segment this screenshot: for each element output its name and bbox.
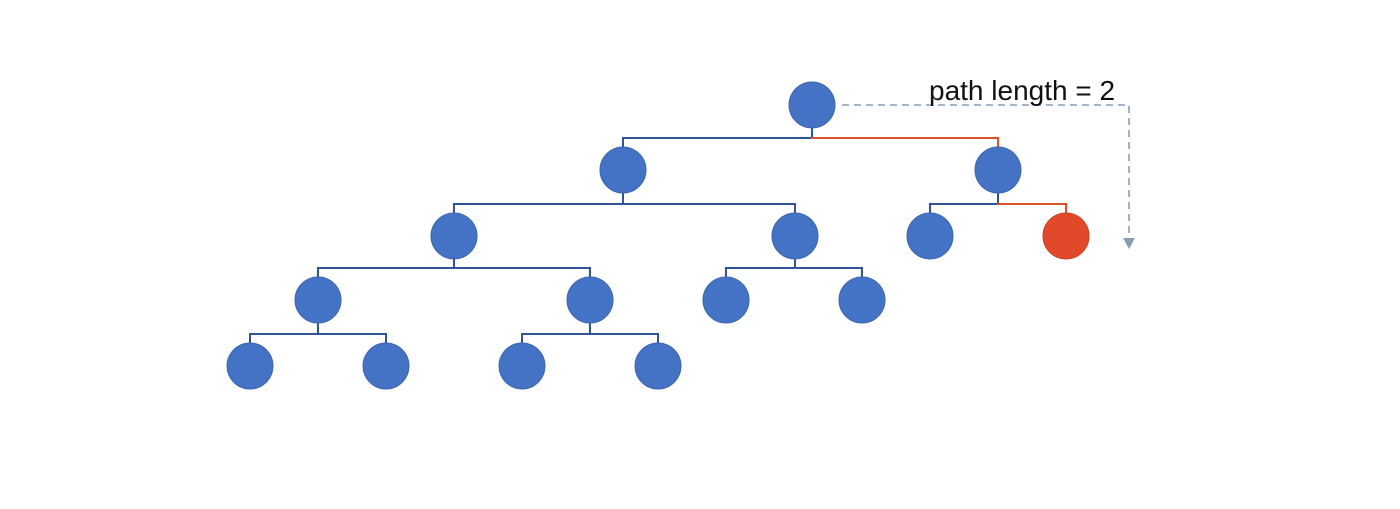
tree-node-n-left-right — [771, 212, 819, 260]
edges-layer — [249, 127, 1067, 344]
arrowhead-icon — [1123, 238, 1135, 249]
edge-n-left-right — [725, 258, 863, 278]
path-length-label: path length = 2 — [929, 75, 1116, 106]
tree-node-n-lll — [294, 276, 342, 324]
edge-n-left-left — [317, 258, 591, 278]
tree-node-n-llll — [226, 342, 274, 390]
tree-node-n-llrr — [634, 342, 682, 390]
path-length-arrow-line — [842, 104, 1130, 240]
path-length-arrow — [842, 104, 1135, 249]
edge-n-llr — [521, 322, 659, 344]
tree-node-n-lrl — [702, 276, 750, 324]
tree-node-n-lrr — [838, 276, 886, 324]
tree-node-n-right-left — [906, 212, 954, 260]
tree-node-n-lllr — [362, 342, 410, 390]
tree-node-n-left — [599, 146, 647, 194]
tree-node-n-right — [974, 146, 1022, 194]
tree-node-n-llrl — [498, 342, 546, 390]
highlighted-leaf-node — [1042, 212, 1090, 260]
tree-node-n-left-left — [430, 212, 478, 260]
tree-node-n-llr — [566, 276, 614, 324]
edge-root — [622, 127, 999, 148]
tree-node-root — [788, 81, 836, 129]
edge-n-right — [929, 192, 1067, 214]
edge-n-lll — [249, 322, 387, 344]
edge-n-left — [453, 192, 796, 214]
nodes-layer — [226, 81, 1090, 390]
